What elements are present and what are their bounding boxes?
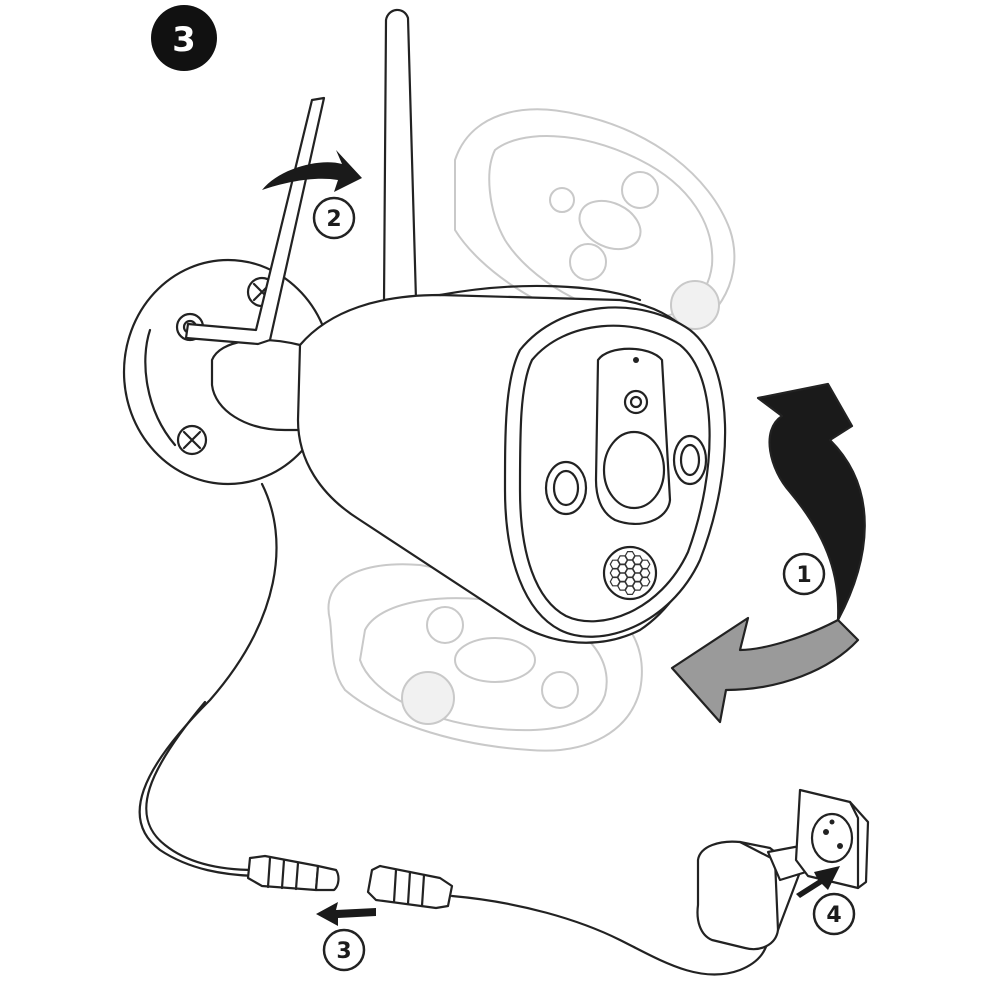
screw-left: [176, 424, 208, 456]
dc-connector-male: [246, 854, 340, 892]
hex-key: [184, 96, 326, 346]
rotate-arrow: [262, 150, 362, 192]
ghost-camera-upper: [454, 108, 736, 336]
antenna: [382, 8, 418, 304]
camera: [296, 284, 727, 644]
callout-4-label: 4: [826, 903, 841, 928]
callout-1: 1: [782, 552, 826, 596]
push-arrow-3: [316, 902, 376, 926]
grille-cell: [624, 585, 636, 596]
step-badge: 3: [151, 5, 217, 71]
callout-1-label: 1: [796, 563, 811, 588]
push-arrow-4: [796, 866, 840, 898]
camera-cable: [138, 482, 278, 878]
tilt-arrow: [670, 382, 866, 724]
grille-cell: [639, 576, 651, 587]
step-number: 3: [172, 20, 196, 60]
power-adapter: [696, 840, 824, 951]
callout-3: 3: [322, 928, 366, 972]
callout-2: 2: [312, 196, 356, 240]
callout-3-label: 3: [336, 939, 351, 964]
adapter-cable: [450, 894, 772, 976]
wall-socket: [794, 788, 870, 890]
callout-2-label: 2: [326, 207, 341, 232]
speaker-grille: [602, 545, 658, 601]
dc-connector-female: [366, 864, 454, 910]
callout-4: 4: [812, 892, 856, 936]
